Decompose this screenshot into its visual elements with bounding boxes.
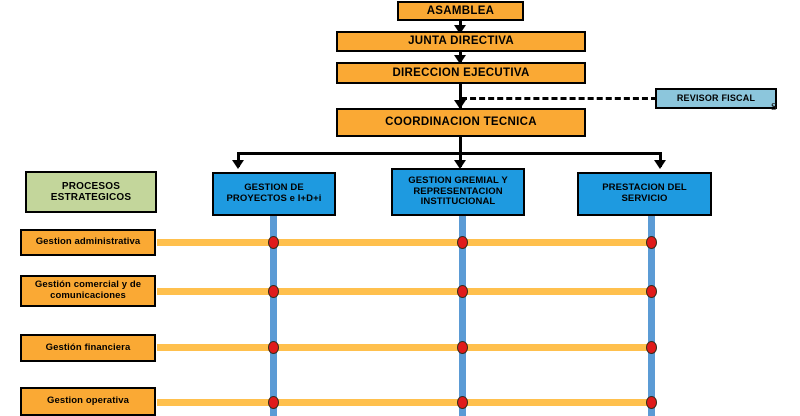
intersection-node xyxy=(646,236,657,249)
swimlane-vertical-gestion-proyectos xyxy=(270,216,277,416)
swimlane-vertical-prestacion-servicio xyxy=(648,216,655,416)
intersection-node xyxy=(457,285,468,298)
stray-text-artifact: s xyxy=(771,98,777,114)
process-box-gestion-gremial[interactable]: GESTION GREMIAL Y REPRESENTACION INSTITU… xyxy=(391,168,525,216)
node-direccion-ejecutiva[interactable]: DIRECCION EJECUTIVA xyxy=(336,62,586,84)
strategic-row-gestion-financiera[interactable]: Gestión financiera xyxy=(20,334,156,362)
intersection-node xyxy=(268,236,279,249)
swimlane-horizontal-gestion-financiera xyxy=(157,344,655,351)
strategic-row-gestion-operativa-label: Gestion operativa xyxy=(47,395,129,407)
process-box-prestacion-servicio-label: PRESTACION DEL SERVICIO xyxy=(602,182,687,204)
swimlane-horizontal-gestion-administrativa xyxy=(157,239,655,246)
swimlane-vertical-gestion-gremial xyxy=(459,216,466,416)
strategic-row-gestion-administrativa[interactable]: Gestion administrativa xyxy=(20,229,156,256)
arrow-bus-gestion-proyectos xyxy=(232,160,244,169)
swimlane-horizontal-gestion-comercial xyxy=(157,288,655,295)
node-asamblea-label: ASAMBLEA xyxy=(426,4,495,17)
node-direccion-ejecutiva-label: DIRECCION EJECUTIVA xyxy=(392,66,530,79)
node-asamblea[interactable]: ASAMBLEA xyxy=(397,1,524,21)
process-box-gestion-proyectos[interactable]: GESTION DE PROYECTOS e I+D+i xyxy=(212,172,336,216)
connector-bus-leg-right xyxy=(659,152,662,167)
connector-bus-leg-center xyxy=(459,152,462,167)
swimlane-horizontal-gestion-operativa xyxy=(157,399,655,406)
connector-direccion-coordinacion xyxy=(459,84,462,110)
node-revisor-fiscal-label: REVISOR FISCAL xyxy=(676,93,756,104)
process-box-gestion-proyectos-label: GESTION DE PROYECTOS e I+D+i xyxy=(226,182,322,204)
process-box-prestacion-servicio[interactable]: PRESTACION DEL SERVICIO xyxy=(577,172,712,216)
arrow-bus-prestacion-servicio xyxy=(654,160,666,169)
strategic-row-gestion-financiera-label: Gestión financiera xyxy=(45,341,131,353)
connector-coordinacion-bus xyxy=(459,137,462,154)
intersection-node xyxy=(646,285,657,298)
intersection-node xyxy=(268,341,279,354)
intersection-node xyxy=(457,236,468,249)
node-junta-directiva[interactable]: JUNTA DIRECTIVA xyxy=(336,31,586,52)
connector-bus-leg-left xyxy=(237,152,240,167)
strategic-header-label: PROCESOS ESTRATEGICOS xyxy=(50,180,132,203)
process-box-gestion-gremial-label: GESTION GREMIAL Y REPRESENTACION INSTITU… xyxy=(408,175,508,208)
node-junta-directiva-label: JUNTA DIRECTIVA xyxy=(408,35,514,48)
intersection-node xyxy=(646,341,657,354)
connector-dashed-revisor-fiscal xyxy=(461,97,657,100)
arrow-bus-gestion-gremial xyxy=(454,160,466,169)
strategic-row-gestion-administrativa-label: Gestion administrativa xyxy=(35,236,141,248)
intersection-node xyxy=(268,285,279,298)
node-revisor-fiscal[interactable]: REVISOR FISCAL xyxy=(655,88,777,109)
node-coordinacion-tecnica[interactable]: COORDINACION TECNICA xyxy=(336,108,586,137)
intersection-node xyxy=(646,396,657,409)
strategic-row-gestion-comercial-label: Gestión comercial y de comunicaciones xyxy=(34,279,142,301)
strategic-header-box[interactable]: PROCESOS ESTRATEGICOS xyxy=(25,171,157,213)
intersection-node xyxy=(268,396,279,409)
arrow-direccion-coordinacion xyxy=(454,100,466,109)
strategic-row-gestion-comercial[interactable]: Gestión comercial y de comunicaciones xyxy=(20,275,156,307)
intersection-node xyxy=(457,341,468,354)
strategic-row-gestion-operativa[interactable]: Gestion operativa xyxy=(20,387,156,416)
node-coordinacion-tecnica-label: COORDINACION TECNICA xyxy=(385,116,537,129)
connector-process-bus xyxy=(237,152,662,155)
intersection-node xyxy=(457,396,468,409)
arrow-asamblea-junta xyxy=(454,25,466,34)
arrow-junta-direccion xyxy=(454,55,466,64)
